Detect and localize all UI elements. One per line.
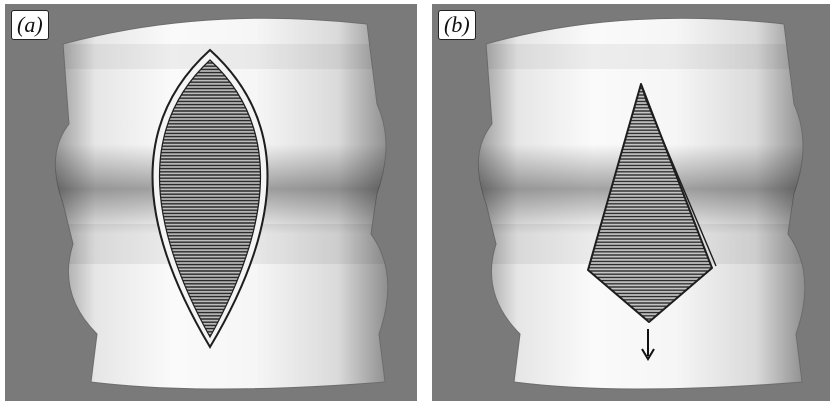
surface-render-a xyxy=(5,4,417,401)
panel-label-a: (a) xyxy=(11,10,49,40)
panel-a: (a) xyxy=(5,4,417,401)
panel-label-b: (b) xyxy=(438,10,476,40)
surface-render-b xyxy=(432,4,830,401)
panel-b: (b) xyxy=(432,4,830,401)
